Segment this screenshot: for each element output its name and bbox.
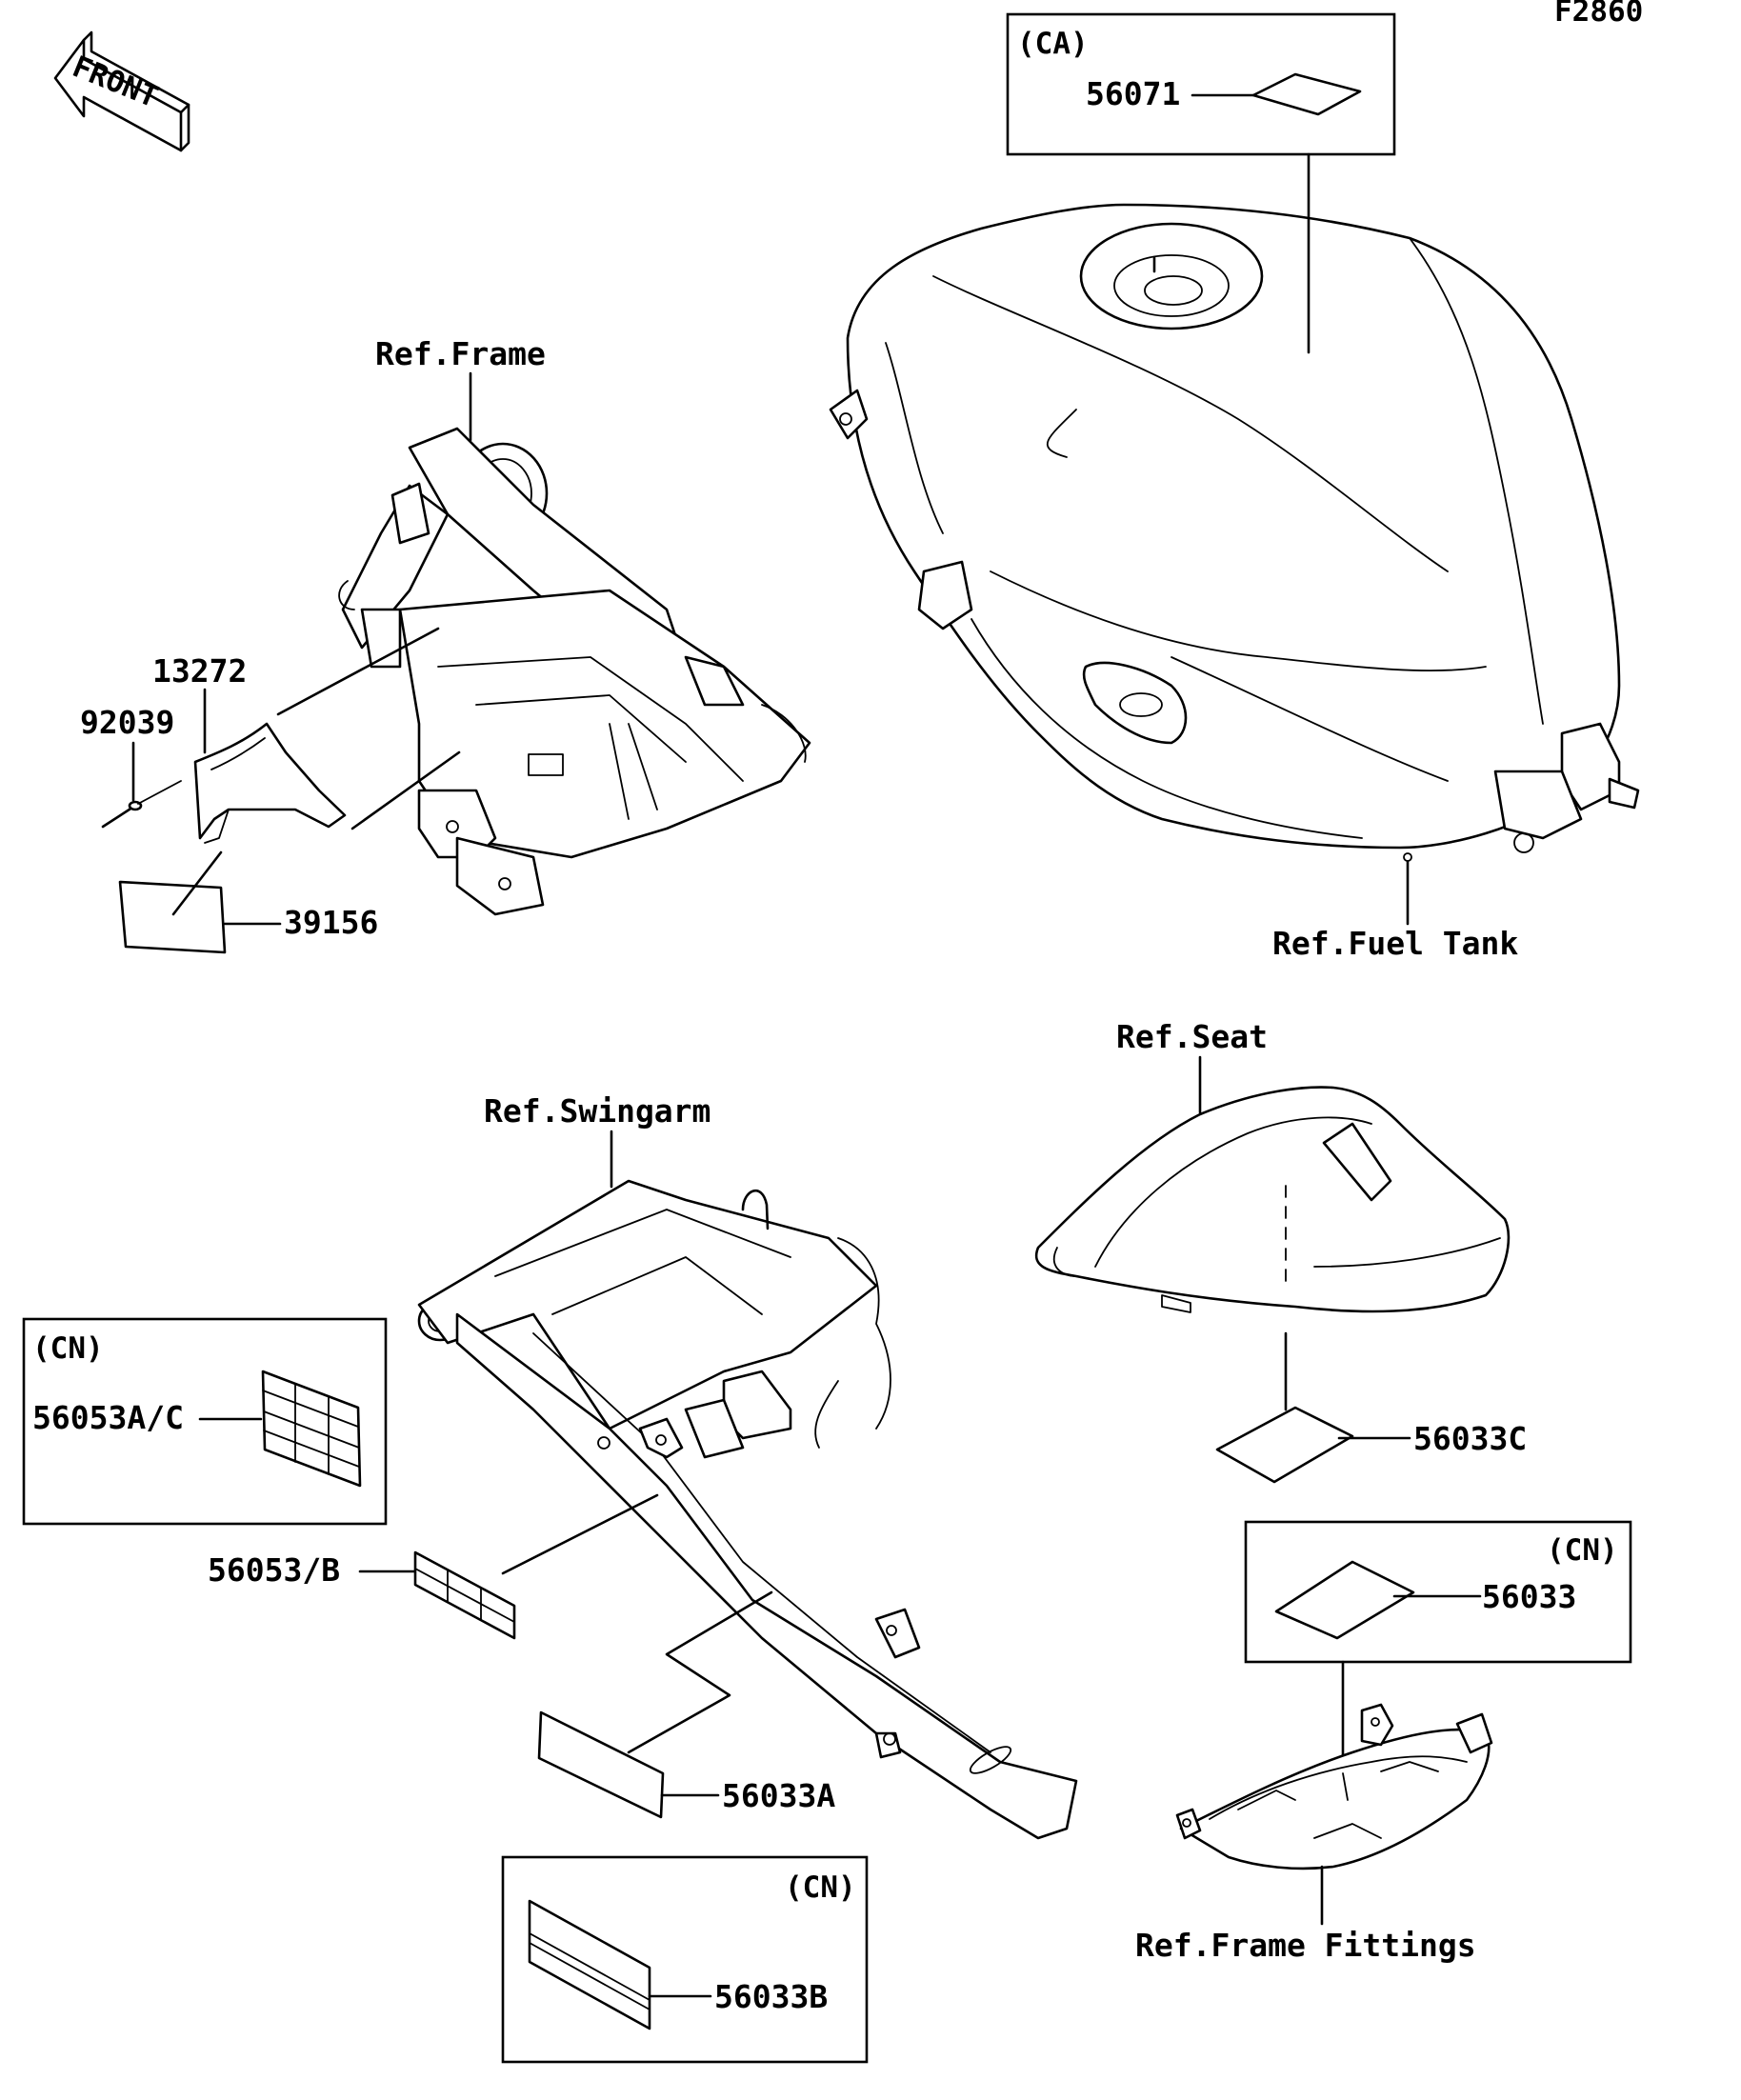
ref-frame-label: Ref.Frame bbox=[375, 335, 546, 372]
rivet-92039 bbox=[101, 780, 182, 829]
part-39156-label: 39156 bbox=[284, 904, 378, 941]
label-56033b bbox=[528, 1899, 651, 2030]
ref-seat-label: Ref.Seat bbox=[1116, 1018, 1268, 1055]
cn-swingarm-box bbox=[22, 1317, 388, 1526]
ref-fuel-tank-label: Ref.Fuel Tank bbox=[1272, 925, 1518, 962]
cn-swingarm-tag: (CN) bbox=[32, 1331, 104, 1366]
cn-bottom-box bbox=[501, 1855, 869, 2064]
part-56071-label: 56071 bbox=[1086, 75, 1180, 112]
cn-bottom-tag: (CN) bbox=[785, 1870, 856, 1905]
part-56033-label: 56033 bbox=[1482, 1578, 1576, 1615]
figure-code: F2860 bbox=[1554, 0, 1643, 29]
fuel-tank-drawing bbox=[829, 203, 1640, 862]
swingarm-drawing bbox=[417, 1179, 1078, 1840]
cn-fittings-box bbox=[1244, 1520, 1632, 1664]
part-92039-label: 92039 bbox=[80, 704, 174, 741]
part-56033c-label: 56033C bbox=[1413, 1420, 1527, 1457]
label-56071 bbox=[1251, 72, 1362, 116]
part-56053b-label: 56053/B bbox=[208, 1551, 340, 1589]
label-56053b bbox=[413, 1550, 516, 1640]
ref-frame-fittings-label: Ref.Frame Fittings bbox=[1135, 1927, 1476, 1964]
part-56033a-label: 56033A bbox=[722, 1777, 835, 1814]
cn-fittings-tag: (CN) bbox=[1547, 1533, 1618, 1568]
label-56033c bbox=[1215, 1406, 1354, 1484]
part-13272-label: 13272 bbox=[152, 652, 247, 690]
part-56053ac-label: 56053A/C bbox=[32, 1399, 184, 1436]
frame-fittings-drawing bbox=[1175, 1703, 1493, 1870]
bracket-13272 bbox=[193, 722, 347, 844]
label-56033a bbox=[537, 1710, 665, 1819]
ca-tag: (CA) bbox=[1017, 27, 1089, 61]
front-arrow-icon: FRONT bbox=[53, 30, 190, 152]
frame-drawing: Ref.Frame bbox=[276, 335, 811, 916]
ref-swingarm-label: Ref.Swingarm bbox=[484, 1092, 710, 1130]
label-56033 bbox=[1274, 1560, 1415, 1640]
part-56033b-label: 56033B bbox=[714, 1978, 828, 2015]
label-56053ac bbox=[261, 1370, 362, 1488]
seat-drawing bbox=[1034, 1086, 1511, 1313]
label-39156 bbox=[118, 880, 227, 954]
ca-box bbox=[1006, 12, 1396, 156]
